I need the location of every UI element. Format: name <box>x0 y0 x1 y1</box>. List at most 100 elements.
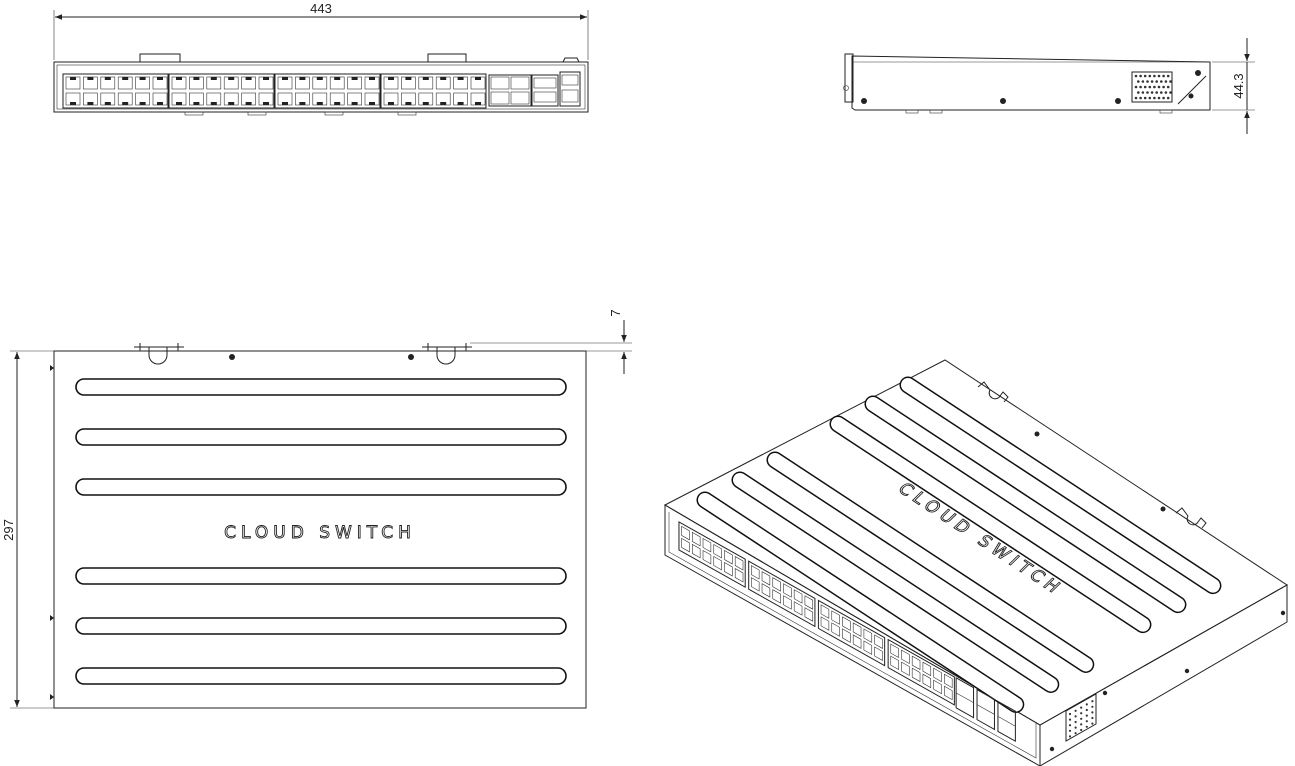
iso-rj45-port <box>901 649 910 665</box>
iso-rj45-port <box>681 537 690 553</box>
vent-hole <box>1080 728 1083 732</box>
vent-hole <box>1155 80 1158 83</box>
iso-port-block <box>678 521 1016 743</box>
vent-hole <box>1150 80 1154 83</box>
iso-rj45-port <box>933 667 942 683</box>
top-slot <box>75 667 567 685</box>
top-slot-group <box>75 378 567 685</box>
rj45-port-latch <box>70 102 76 105</box>
iso-rj45-port <box>901 661 910 677</box>
top-logo-text: CLOUD SWITCH <box>224 523 416 543</box>
iso-rj45-port <box>922 673 932 689</box>
vent-hole <box>1143 96 1147 100</box>
vent-hole <box>1143 85 1147 89</box>
rj45-port-latch <box>87 102 94 105</box>
vent-hole <box>1157 74 1161 78</box>
vent-hole <box>1080 706 1083 709</box>
iso-rj45-port <box>751 565 760 580</box>
vent-hole <box>1148 85 1152 89</box>
rj45-port-latch <box>369 77 375 80</box>
rj45-port-latch <box>457 77 464 80</box>
front-width-dimension-label: 443 <box>310 1 332 16</box>
vent-hole <box>1146 80 1149 83</box>
sfp-port <box>510 91 530 105</box>
rj45-port-latch <box>369 102 375 105</box>
top-edge-marker <box>50 694 54 700</box>
vent-hole <box>1068 718 1072 721</box>
vent-hole <box>1091 716 1094 720</box>
vent-hole <box>1150 91 1154 94</box>
iso-rj45-port <box>831 622 840 637</box>
side-chassis <box>851 55 1211 111</box>
vent-hole <box>1134 96 1138 100</box>
top-slot <box>75 617 567 635</box>
iso-rj45-port <box>874 646 883 661</box>
iso-rj45-port <box>804 595 814 610</box>
iso-rj45-port <box>761 571 771 586</box>
vent-hole <box>1080 717 1083 720</box>
iso-screw <box>1184 668 1190 674</box>
iso-rj45-port <box>772 589 781 604</box>
vent-hole <box>1153 85 1156 89</box>
iso-rj45-port <box>922 661 932 677</box>
vent-hole <box>1164 91 1168 94</box>
rj45-group <box>62 73 169 109</box>
iso-slot-inner <box>831 417 1150 632</box>
iso-rj45-port <box>793 601 803 616</box>
iso-rj45-port <box>804 607 814 622</box>
iso-rj45-port <box>820 616 830 631</box>
iso-rj45-port <box>842 616 851 631</box>
vent-hole <box>1139 74 1142 78</box>
vent-hole <box>1162 96 1165 100</box>
iso-rj45-port <box>713 555 722 571</box>
rj45-group <box>274 73 381 109</box>
side-mount-ear <box>844 53 854 103</box>
iso-sfp-block <box>997 700 1016 743</box>
rj45-port-latch <box>457 102 464 105</box>
top-slot <box>75 428 567 446</box>
vent-hole <box>1085 708 1088 712</box>
sfp-port-block <box>488 74 532 107</box>
iso-mount-ear <box>977 381 1009 403</box>
sfp-port <box>490 91 510 105</box>
side-screw <box>1188 93 1194 99</box>
iso-rj45-port <box>734 556 744 571</box>
side-screw <box>861 98 867 104</box>
vent-hole <box>1166 74 1170 78</box>
vent-hole <box>1085 714 1088 717</box>
rj45-port-latch <box>388 102 394 105</box>
rj45-port-latch <box>210 77 217 80</box>
vent-hole <box>1137 80 1140 83</box>
rj45-port-latch <box>405 77 412 80</box>
top-slot <box>75 378 567 396</box>
iso-mount-ear <box>1175 507 1207 529</box>
iso-rj45-port <box>890 643 899 659</box>
vent-hole <box>1091 705 1094 708</box>
isometric-view: CLOUD SWITCH <box>663 359 1288 766</box>
rj45-port-latch <box>122 102 129 105</box>
rj45-port-latch <box>122 77 129 80</box>
top-chassis <box>53 350 587 709</box>
rj45-port-latch <box>299 102 306 105</box>
rj45-port-latch <box>210 102 217 105</box>
vent-hole <box>1166 96 1170 100</box>
rj45-port-latch <box>157 102 163 105</box>
front-mount-tab-right <box>427 53 467 62</box>
vent-hole <box>1091 700 1094 703</box>
iso-vent-grille <box>1065 693 1097 742</box>
rj45-port-latch <box>70 77 76 80</box>
front-chassis-inner <box>56 64 586 110</box>
iso-screw <box>1034 431 1040 437</box>
vent-hole <box>1160 91 1163 94</box>
iso-sfp-block <box>976 688 995 731</box>
rj45-group <box>380 73 487 109</box>
vent-hole <box>1157 96 1161 100</box>
front-feet <box>184 111 417 116</box>
iso-rj45-group <box>748 560 816 628</box>
side-view: 44.3 <box>843 38 1255 134</box>
iso-slot-inner <box>768 453 1093 672</box>
rj45-port-latch <box>176 77 182 80</box>
vent-hole <box>1074 732 1077 735</box>
rj45-port-latch <box>351 77 358 80</box>
sfp-port <box>490 76 510 90</box>
